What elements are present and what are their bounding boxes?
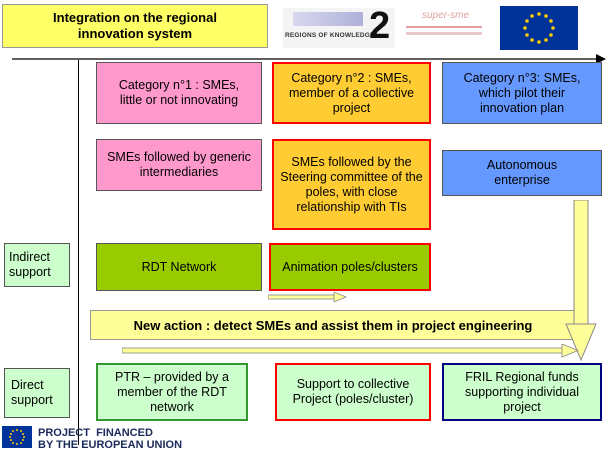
collective-support-box: Support to collective Project (poles/clu… <box>275 363 431 421</box>
category-3-label: Category n°3: SMEs, which pilot their in… <box>463 70 581 115</box>
category-2-box: Category n°2 : SMEs, member of a collect… <box>272 62 431 124</box>
category-3-box: Category n°3: SMEs, which pilot their in… <box>442 62 602 124</box>
logo-regions-text: REGIONS OF KNOWLEDGE <box>285 32 375 39</box>
collective-support-label: Support to collective Project (poles/clu… <box>292 377 414 406</box>
category-1-box: Category n°1 : SMEs, little or not innov… <box>96 62 262 124</box>
super-sme-underline <box>406 26 482 28</box>
category-2-label: Category n°2 : SMEs, member of a collect… <box>288 70 415 115</box>
footer-eu-flag-icon <box>2 426 32 448</box>
logo-stripe <box>293 12 363 26</box>
page-title: Integration on the regional innovation s… <box>2 4 268 48</box>
right-down-arrow <box>565 200 597 362</box>
category-1-label: Category n°1 : SMEs, little or not innov… <box>118 78 240 107</box>
footer-line-1: PROJECT FINANCED <box>38 427 153 439</box>
vertical-axis-line <box>78 60 79 445</box>
ptr-box: PTR – provided by a member of the RDT ne… <box>96 363 248 421</box>
ptr-label: PTR – provided by a member of the RDT ne… <box>115 369 229 414</box>
autonomous-enterprise-label: Autonomous enterprise <box>486 158 558 187</box>
steering-committee-label: SMEs followed by the Steering committee … <box>280 154 423 214</box>
steering-committee-box: SMEs followed by the Steering committee … <box>272 139 431 230</box>
rdt-network-label: RDT Network <box>141 259 217 274</box>
autonomous-enterprise-box: Autonomous enterprise <box>442 150 602 196</box>
footer-text: PROJECT FINANCED BY THE EUROPEAN UNION <box>38 427 182 451</box>
generic-intermediaries-box: SMEs followed by generic intermediaries <box>96 139 262 191</box>
regions-of-knowledge-logo: REGIONS OF KNOWLEDGE 2 <box>283 5 395 48</box>
direct-support-label: Direct support <box>11 378 53 407</box>
super-sme-logo: super-sme <box>400 8 486 48</box>
animation-arrow <box>268 292 348 302</box>
new-action-bar: New action : detect SMEs and assist them… <box>90 310 576 340</box>
indirect-support-label-box: Indirect support <box>4 243 70 287</box>
page-title-text: Integration on the regional innovation s… <box>53 10 217 41</box>
eu-flag-icon <box>500 6 578 50</box>
logo-number: 2 <box>369 5 391 47</box>
rdt-network-box: RDT Network <box>96 243 262 291</box>
indirect-support-label: Indirect support <box>9 250 51 279</box>
footer-line-2: BY THE EUROPEAN UNION <box>38 439 183 451</box>
footer-eu-stars-icon <box>9 429 25 445</box>
generic-intermediaries-label: SMEs followed by generic intermediaries <box>107 150 251 179</box>
fril-funds-label: FRIL Regional funds supporting individua… <box>465 369 579 414</box>
direct-support-label-box: Direct support <box>4 368 70 418</box>
top-arrow <box>12 54 606 64</box>
eu-stars-icon <box>523 12 555 44</box>
super-sme-subtext <box>406 32 482 35</box>
fril-funds-box: FRIL Regional funds supporting individua… <box>442 363 602 421</box>
animation-poles-label: Animation poles/clusters <box>282 259 418 274</box>
long-arrow <box>122 344 580 358</box>
animation-poles-box: Animation poles/clusters <box>269 243 431 291</box>
new-action-label: New action : detect SMEs and assist them… <box>133 317 533 333</box>
super-sme-text: super-sme <box>422 10 470 21</box>
